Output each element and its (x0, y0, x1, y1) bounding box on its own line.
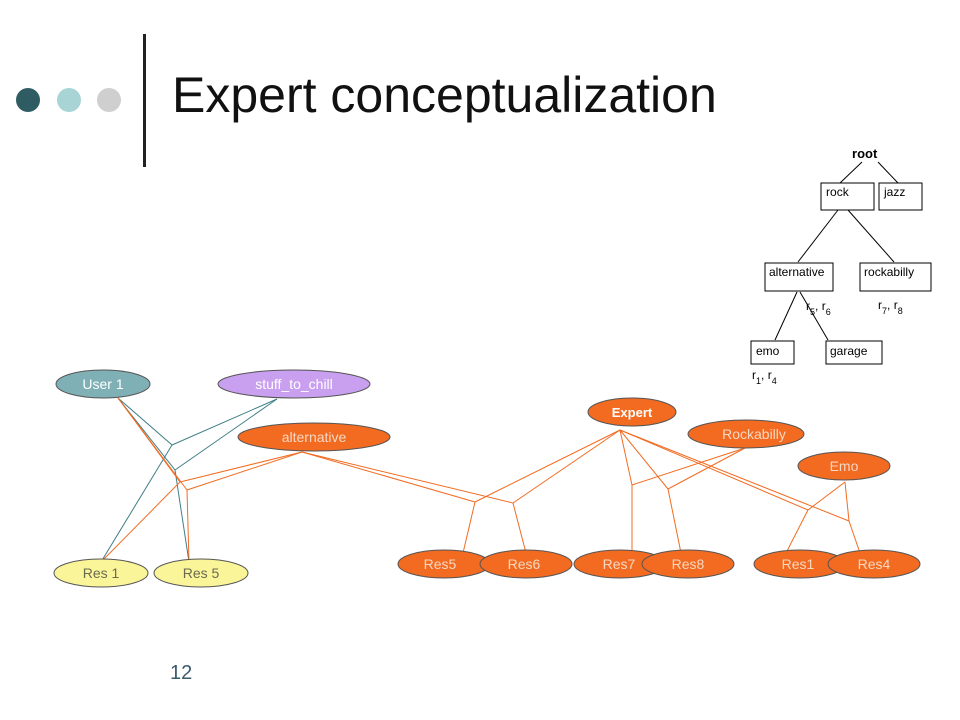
edge-emo-res1 (807, 481, 846, 511)
node-alternative (237, 422, 391, 452)
node-res1-left (53, 558, 149, 588)
edge-expert-res7 (619, 429, 633, 553)
slide-title: Expert conceptualization (172, 67, 717, 123)
tree-node-jazz (878, 182, 923, 211)
node-emo-label: Emo (830, 458, 859, 474)
tree-label-rock: rock (826, 185, 850, 199)
node-user1 (55, 369, 151, 399)
node-res5-label: Res5 (424, 556, 457, 572)
node-res4 (827, 549, 921, 579)
tree-node-garage (825, 340, 883, 365)
tree-edge-rock-alternative (797, 209, 839, 263)
tree-edge-root-rock (839, 161, 863, 184)
tree-node-rockabilly (859, 262, 932, 292)
tree-label-rockabilly: rockabilly (864, 265, 914, 279)
node-expert-label: Expert (612, 405, 653, 420)
page-number: 12 (170, 662, 193, 684)
node-res8 (641, 549, 735, 579)
tree-edge-alt-garage (799, 291, 829, 341)
tree-label-garage: garage (830, 344, 868, 358)
edge-alt-res1 (179, 451, 303, 483)
tree-edge-root-jazz (877, 161, 899, 184)
edge-user1-res1-orange (100, 397, 181, 563)
orange-edges (100, 397, 861, 563)
tree-label-jazz: jazz (883, 185, 905, 199)
tree-node-rock (820, 182, 875, 211)
taxonomy-tree (750, 161, 932, 365)
node-emo (797, 451, 891, 481)
edge-expert-res6 (512, 429, 621, 504)
node-res5-left (153, 558, 249, 588)
node-user1-label: User 1 (82, 376, 123, 392)
edge-emo-res4 (844, 481, 850, 522)
node-rockabilly-label: Rockabilly (722, 426, 786, 442)
node-stuff-to-chill (217, 369, 371, 399)
node-alternative-label: alternative (282, 429, 347, 445)
edge-rockabilly-res7 (631, 447, 746, 486)
bullet-dot-dark (16, 88, 40, 112)
edge-stuff-res5 (174, 398, 278, 471)
tree-edge-rock-rockabilly (847, 209, 895, 263)
edge-alt-res5 (186, 451, 303, 491)
tree-edge-alt-emo (774, 291, 798, 341)
node-res1-left-label: Res 1 (83, 565, 120, 581)
node-res6 (479, 549, 573, 579)
bullet-dot-gray (97, 88, 121, 112)
edge-alt-res6 (301, 451, 527, 554)
edge-rockabilly-res8 (667, 447, 746, 490)
node-rockabilly (687, 419, 805, 449)
edge-expert-res8 (619, 429, 682, 554)
tree-label-r56: r5, r6 (806, 299, 831, 317)
edge-expert-res1 (619, 429, 809, 554)
tree-label-emo: emo (756, 344, 780, 358)
node-res8-label: Res8 (672, 556, 705, 572)
edge-expert-res5 (474, 429, 621, 503)
tree-label-alternative: alternative (769, 265, 825, 279)
node-expert (587, 397, 677, 427)
node-res7-label: Res7 (603, 556, 636, 572)
edge-stuff-res1 (171, 398, 278, 446)
title-divider (143, 34, 146, 167)
node-stuff-to-chill-label: stuff_to_chill (255, 376, 333, 392)
tree-label-r78: r7, r8 (878, 298, 903, 316)
tree-label-r14: r1, r4 (752, 368, 777, 386)
tree-label-root: root (852, 146, 878, 161)
edge-alt-res5b (301, 451, 476, 554)
tree-node-alternative (764, 262, 834, 292)
node-res1-label: Res1 (782, 556, 815, 572)
node-res6-label: Res6 (508, 556, 541, 572)
teal-edges (100, 397, 278, 563)
node-res5-left-label: Res 5 (183, 565, 220, 581)
bullet-dot-teal (57, 88, 81, 112)
tree-node-emo (750, 340, 795, 365)
edge-expert-res4 (619, 429, 861, 554)
node-res4-label: Res4 (858, 556, 891, 572)
